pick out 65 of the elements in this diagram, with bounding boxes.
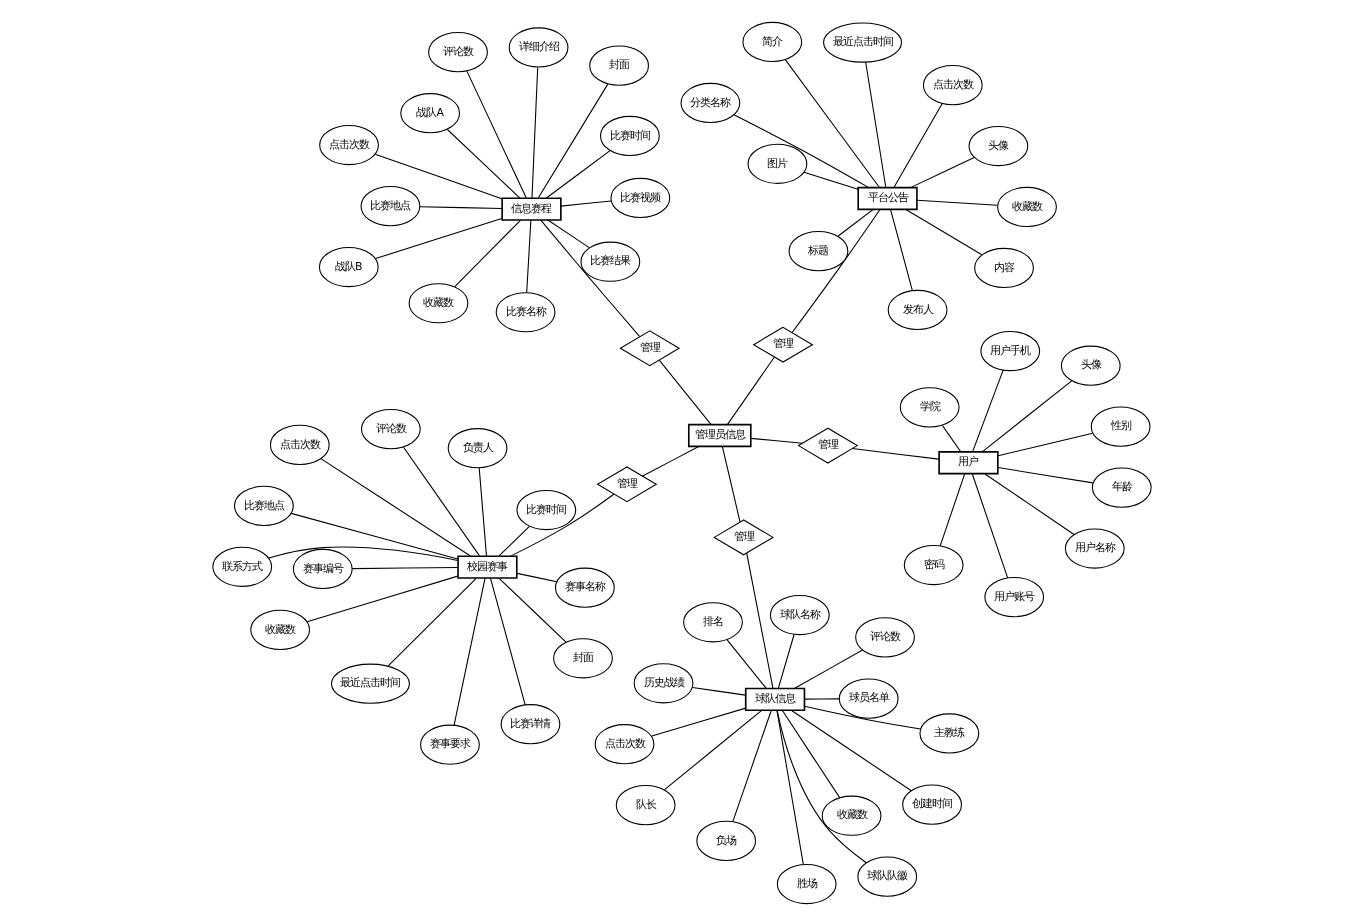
connector [791, 208, 881, 333]
connector [916, 198, 999, 205]
connector [726, 638, 767, 688]
connector [351, 565, 459, 569]
connector [531, 65, 539, 198]
connector [939, 472, 966, 546]
connector [510, 492, 615, 556]
connector [941, 424, 962, 452]
connector [721, 444, 741, 522]
connector [893, 101, 943, 187]
connector [498, 524, 530, 556]
connector [984, 472, 1075, 535]
connector [642, 445, 700, 476]
connector [268, 545, 459, 560]
connector [750, 436, 804, 443]
connector [516, 571, 558, 582]
connector [905, 208, 983, 255]
connector [537, 82, 609, 198]
connector [306, 574, 459, 622]
connector [560, 199, 612, 206]
connector [733, 113, 870, 188]
connector [526, 218, 532, 293]
connector [997, 466, 1094, 483]
connector [910, 155, 975, 187]
connector [375, 217, 503, 259]
connector [453, 576, 486, 725]
connector [454, 218, 521, 287]
connector [837, 207, 874, 236]
connector [547, 218, 591, 248]
connector [972, 368, 1004, 452]
connector [746, 551, 774, 688]
connector [466, 69, 527, 198]
connector [776, 709, 867, 863]
connector [776, 708, 804, 864]
connector [865, 60, 887, 187]
connector [971, 472, 1009, 578]
connector [664, 708, 763, 790]
connector [781, 709, 841, 798]
connector [478, 466, 488, 556]
connector [498, 576, 567, 642]
connector [794, 648, 864, 688]
connector [691, 685, 747, 695]
connector [784, 58, 880, 187]
connector [402, 445, 481, 556]
connector [727, 355, 775, 424]
connector [981, 379, 1073, 452]
connector [290, 511, 459, 559]
connector [804, 697, 840, 699]
connector [651, 706, 747, 736]
connector [489, 576, 526, 705]
connector [374, 152, 503, 199]
connector [320, 457, 471, 556]
connector [419, 205, 503, 208]
connector [732, 708, 772, 821]
connector [997, 431, 1094, 456]
connector [545, 149, 611, 198]
connector [804, 704, 922, 729]
connector [791, 708, 912, 791]
connector [387, 576, 477, 666]
connector [890, 208, 913, 290]
connector [658, 358, 712, 424]
connector [803, 170, 859, 189]
connector [777, 632, 795, 688]
connector [851, 447, 940, 459]
connector [446, 127, 521, 198]
